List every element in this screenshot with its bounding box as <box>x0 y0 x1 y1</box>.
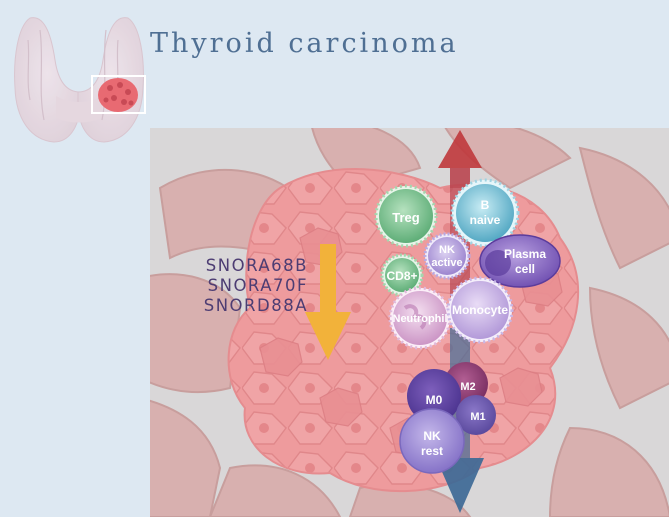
svg-text:Treg: Treg <box>392 210 420 225</box>
nk-rest-cell: NK rest <box>399 408 465 474</box>
monocyte-cell: Monocyte <box>446 276 514 344</box>
plasma-cell: Plasma cell <box>479 234 561 288</box>
nk-active-cell: NK active <box>423 232 471 280</box>
svg-text:naive: naive <box>470 213 501 227</box>
svg-text:M2: M2 <box>460 381 475 393</box>
svg-text:Monocyte: Monocyte <box>452 303 508 317</box>
thyroid-gland-icon <box>14 17 146 143</box>
gene-label: SNORA70F <box>207 276 308 295</box>
thyroid-tissue-background <box>150 128 669 517</box>
tumor-microenvironment-diagram: Treg B naive NK active Plasma cell CD8+ <box>150 128 669 517</box>
treg-cell: Treg <box>374 184 438 248</box>
svg-text:M0: M0 <box>426 393 443 407</box>
svg-text:NK: NK <box>439 244 455 256</box>
svg-text:CD8+: CD8+ <box>386 269 417 283</box>
svg-text:active: active <box>431 257 462 269</box>
down-arrow-icon <box>305 244 351 360</box>
m1-macrophage: M1 <box>456 395 496 435</box>
cd8-cell: CD8+ <box>380 253 424 297</box>
svg-text:Plasma: Plasma <box>504 247 546 261</box>
svg-text:NK: NK <box>423 429 441 443</box>
svg-text:B: B <box>481 198 490 212</box>
svg-text:M1: M1 <box>470 411 485 423</box>
gene-label: SNORD88A <box>203 296 308 315</box>
m0-macrophage: M0 <box>407 369 461 423</box>
svg-text:rest: rest <box>421 444 443 458</box>
svg-text:Neutrophil: Neutrophil <box>393 313 448 325</box>
gene-label: SNORA68B <box>205 256 308 275</box>
svg-text:cell: cell <box>515 262 535 276</box>
tumor-highlight-icon <box>91 75 146 114</box>
neutrophil-cell: Neutrophil <box>388 286 452 350</box>
page-title: Thyroid carcinoma <box>150 28 459 59</box>
b-naive-cell: B naive <box>450 178 520 248</box>
gene-list: SNORA68B SNORA70F SNORD88A <box>196 256 308 316</box>
